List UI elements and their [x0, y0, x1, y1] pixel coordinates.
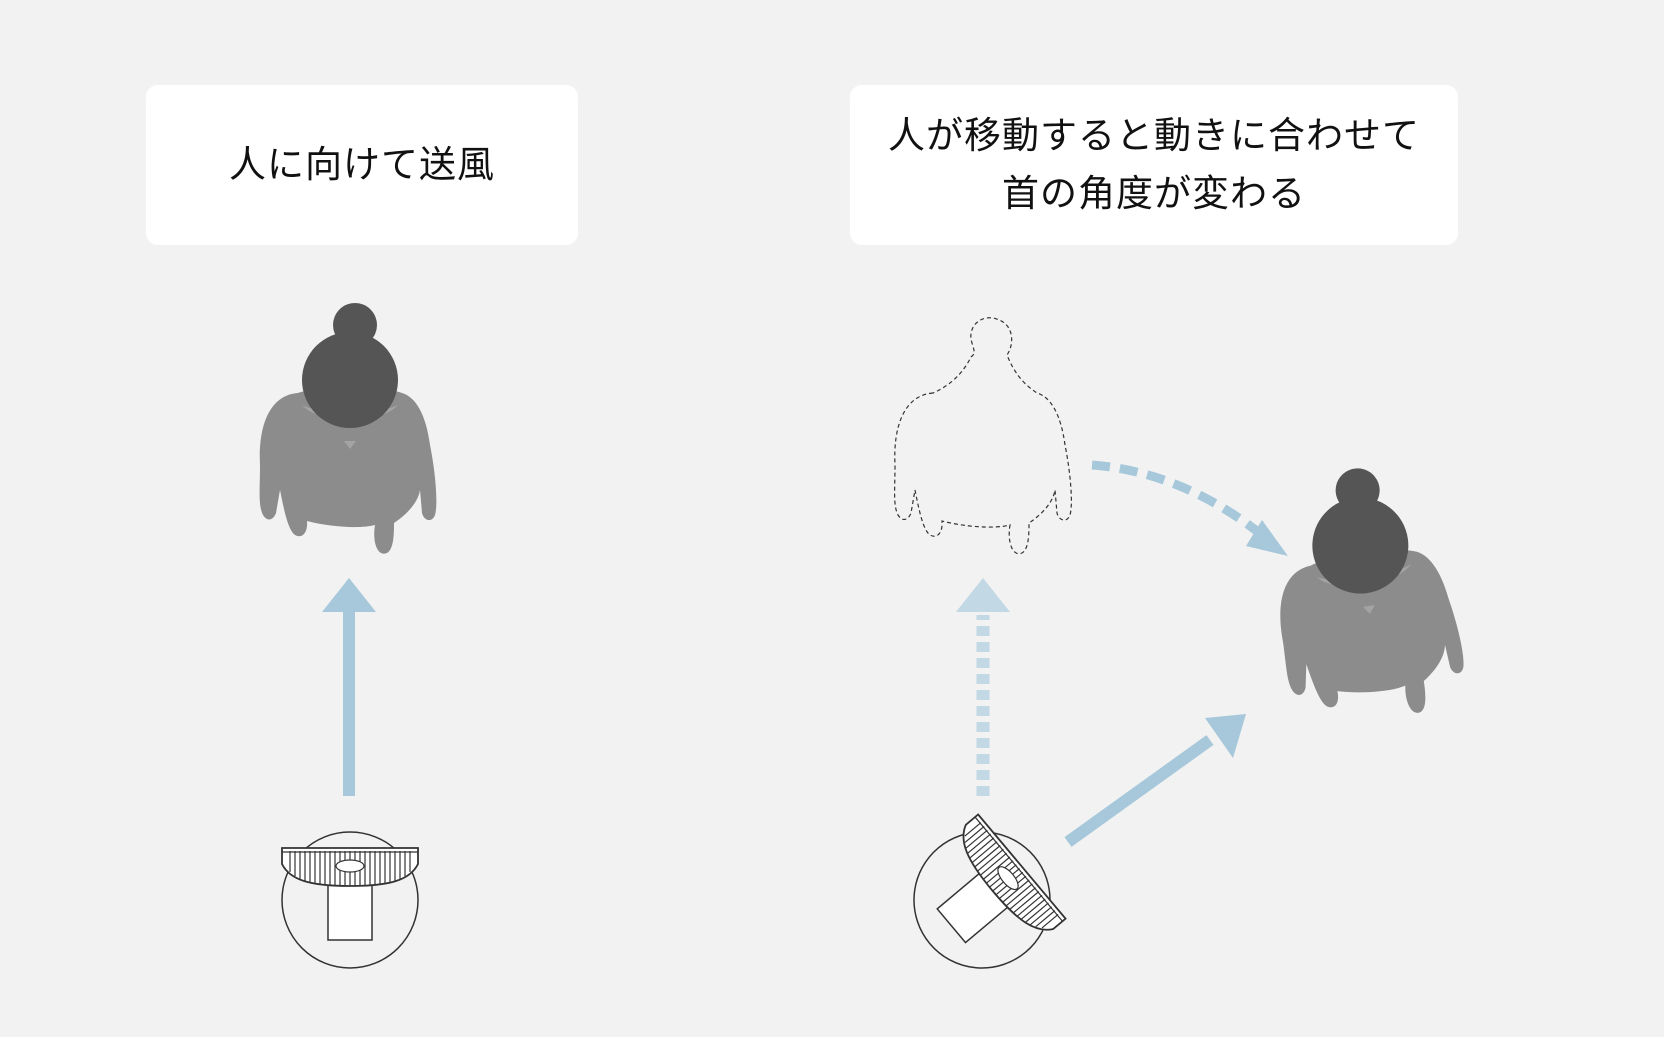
caption-left-text: 人に向けて送風 [229, 143, 495, 186]
airflow-arrow-right [1064, 714, 1246, 847]
movement-arrow [1091, 460, 1288, 556]
airflow-arrow-left [322, 578, 376, 796]
caption-right-line1: 人が移動すると動きに合わせて [888, 114, 1420, 157]
person-icon-left [259, 303, 437, 554]
ghost-person-icon [894, 317, 1072, 555]
person-icon-right [1260, 457, 1471, 731]
caption-box-right: 人が移動すると動きに合わせて 首の角度が変わる [850, 85, 1458, 245]
caption-right-line2: 首の角度が変わる [1002, 172, 1306, 215]
airflow-arrow-faded [956, 578, 1010, 796]
caption-box-left: 人に向けて送風 [146, 85, 578, 245]
fan-icon-right [885, 803, 1079, 997]
fan-icon-left [281, 831, 419, 969]
